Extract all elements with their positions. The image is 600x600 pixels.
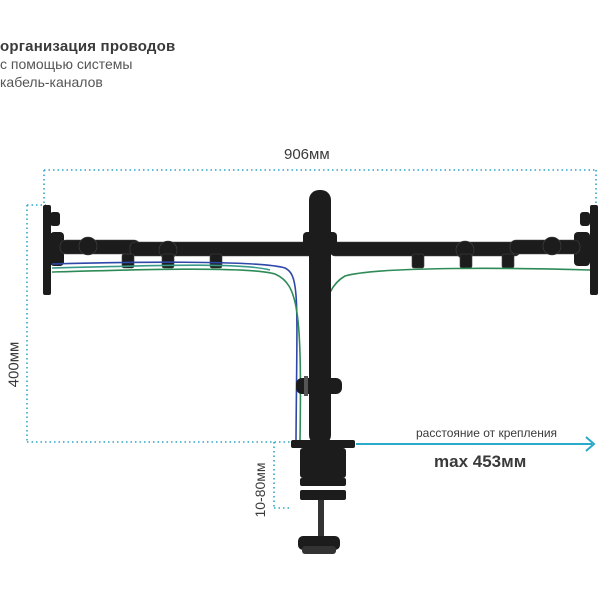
dimension-guides xyxy=(26,169,597,509)
reach-arrow xyxy=(356,436,596,452)
desk-clamp xyxy=(291,440,355,554)
width-dimension-label: 906мм xyxy=(284,146,330,163)
cable-management-title: организация проводов xyxy=(0,38,176,55)
reach-caption: расстояние от крепления xyxy=(416,426,558,440)
cable-management-line-1: с помощью системы xyxy=(0,56,133,72)
height-dimension-label: 400мм xyxy=(5,341,23,388)
reach-value: max 453мм xyxy=(434,452,527,471)
blue-cable xyxy=(51,261,298,441)
cable-management-line-2: кабель-каналов xyxy=(0,74,103,90)
green-cable-left xyxy=(51,268,302,441)
mount-arms xyxy=(59,236,581,269)
clamp-range-label: 10-80мм xyxy=(252,462,268,518)
right-vesa-plate xyxy=(574,205,598,295)
green-cable-right xyxy=(315,267,591,441)
teal-cable xyxy=(51,264,271,271)
mount-pole xyxy=(296,190,342,445)
left-vesa-plate xyxy=(43,205,64,295)
